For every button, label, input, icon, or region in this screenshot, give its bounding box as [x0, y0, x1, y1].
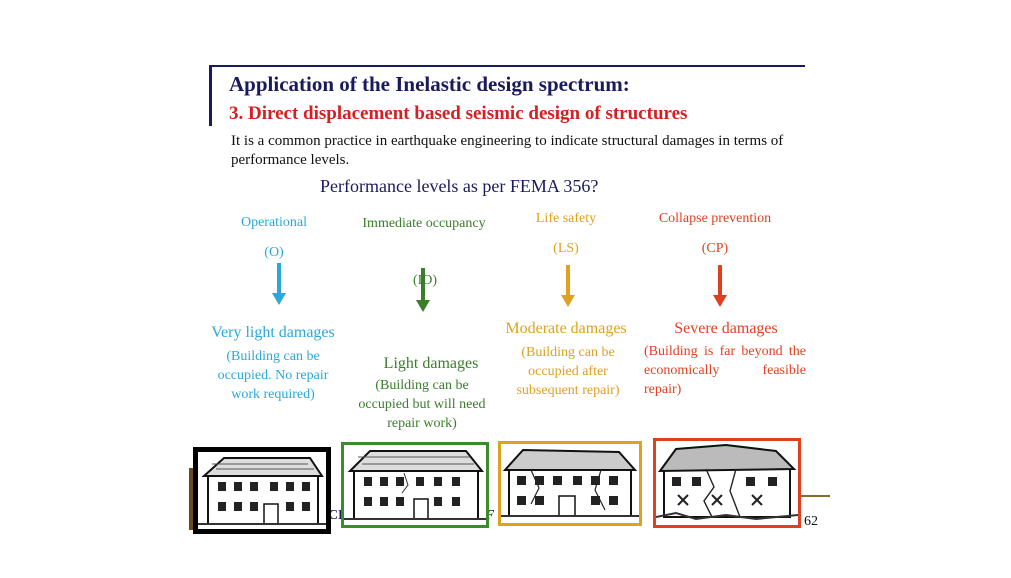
arrow-down-icon: [561, 265, 575, 307]
building-image-operational: [193, 447, 331, 534]
slide-subtitle: 3. Direct displacement based seismic des…: [229, 103, 688, 124]
desc-collapse-prevention: (Building is far beyond the economically…: [644, 344, 806, 397]
level-immediate-occupancy-name: Immediate occupancy: [362, 216, 486, 231]
level-life-safety-name: Life safety: [535, 211, 597, 226]
level-operational-name: Operational: [240, 215, 308, 230]
arrow-down-icon: [713, 265, 727, 307]
level-operational-abbr: (O): [264, 245, 284, 260]
arrow-down-icon: [272, 263, 286, 305]
building-light-damage-icon: [344, 450, 486, 520]
desc-life-safety: (Building can be occupied after subseque…: [516, 345, 620, 398]
intro-text: It is a common practice in earthquake en…: [231, 133, 784, 168]
page-number: 62: [804, 514, 818, 529]
footer-fragment-right: F: [485, 508, 495, 523]
slide-title: Application of the Inelastic design spec…: [229, 72, 630, 96]
building-image-collapse-prevention: [653, 438, 801, 528]
building-intact-icon: [198, 457, 326, 525]
damage-very-light: Very light damages: [211, 324, 335, 341]
fema-heading: Performance levels as per FEMA 356?: [320, 176, 599, 196]
title-rule: [209, 65, 805, 67]
level-life-safety-abbr: (LS): [553, 241, 579, 256]
building-moderate-damage-icon: [501, 448, 639, 517]
damage-severe: Severe damages: [674, 320, 778, 337]
building-severe-damage-icon: [656, 443, 798, 521]
desc-immediate-occupancy: (Building can be occupied but will need …: [358, 378, 486, 431]
building-image-immediate-occupancy: [341, 442, 489, 528]
arrow-down-icon: [416, 268, 430, 312]
damage-light: Light damages: [383, 355, 479, 372]
damage-moderate: Moderate damages: [505, 320, 627, 337]
building-image-life-safety: [498, 441, 642, 526]
desc-operational: (Building can be occupied. No repair wor…: [217, 349, 329, 402]
level-collapse-prevention-abbr: (CP): [701, 241, 729, 256]
ground-line: [790, 495, 830, 497]
level-collapse-prevention-name: Collapse prevention: [658, 211, 772, 226]
title-accent-bar: [209, 66, 212, 126]
